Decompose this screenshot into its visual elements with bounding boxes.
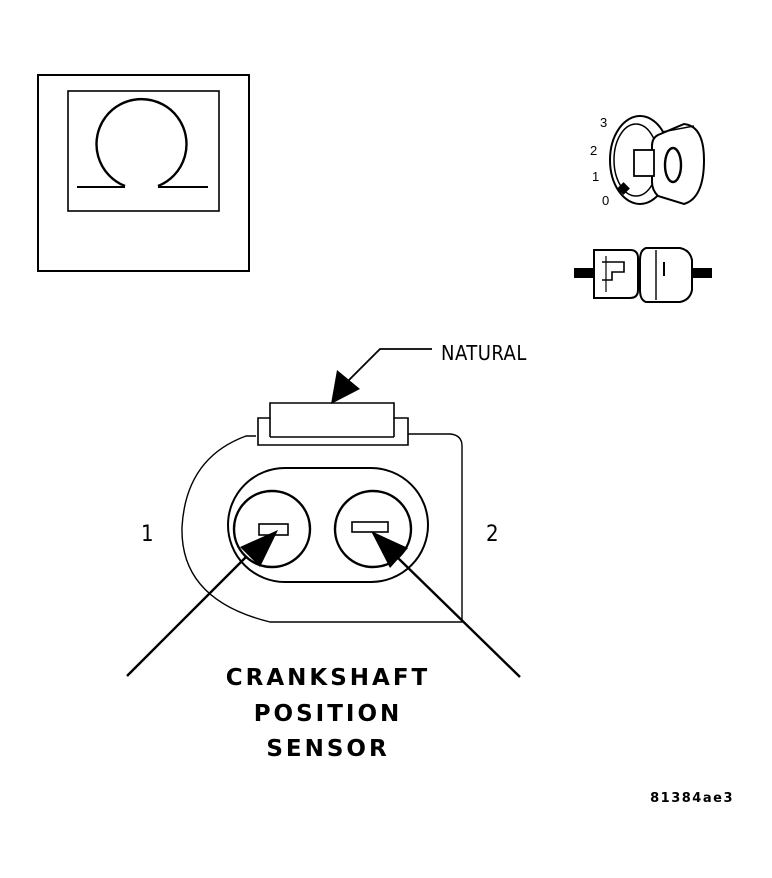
natural-leader [331,348,432,404]
connector-body [181,402,463,623]
title-line-2: POSITION [254,701,403,727]
component-title: CRANKSHAFT POSITION SENSOR [226,665,430,762]
ignition-key-icon: 3 2 1 0 [590,115,706,208]
disconnected-connector-icon [574,247,712,303]
figure-id: 81384ae3 [650,791,734,806]
pin-2-label: 2 [486,522,499,547]
ignition-position-0: 0 [602,193,609,208]
probe-leader-pin-1 [126,530,278,677]
ignition-position-1: 1 [592,169,599,184]
connector-cavity [227,467,429,583]
probe-leader-pin-2 [371,531,521,678]
ignition-position-2: 2 [590,143,597,158]
terminal-pin-2 [333,489,413,569]
connector-latch [257,402,409,446]
ohmmeter-icon [37,74,250,272]
title-line-1: CRANKSHAFT [226,665,430,691]
title-line-3: SENSOR [266,736,389,762]
ignition-position-3: 3 [600,115,607,130]
terminal-pin-1 [232,489,312,569]
natural-label: NATURAL [441,341,527,365]
pin-1-label: 1 [141,522,154,547]
